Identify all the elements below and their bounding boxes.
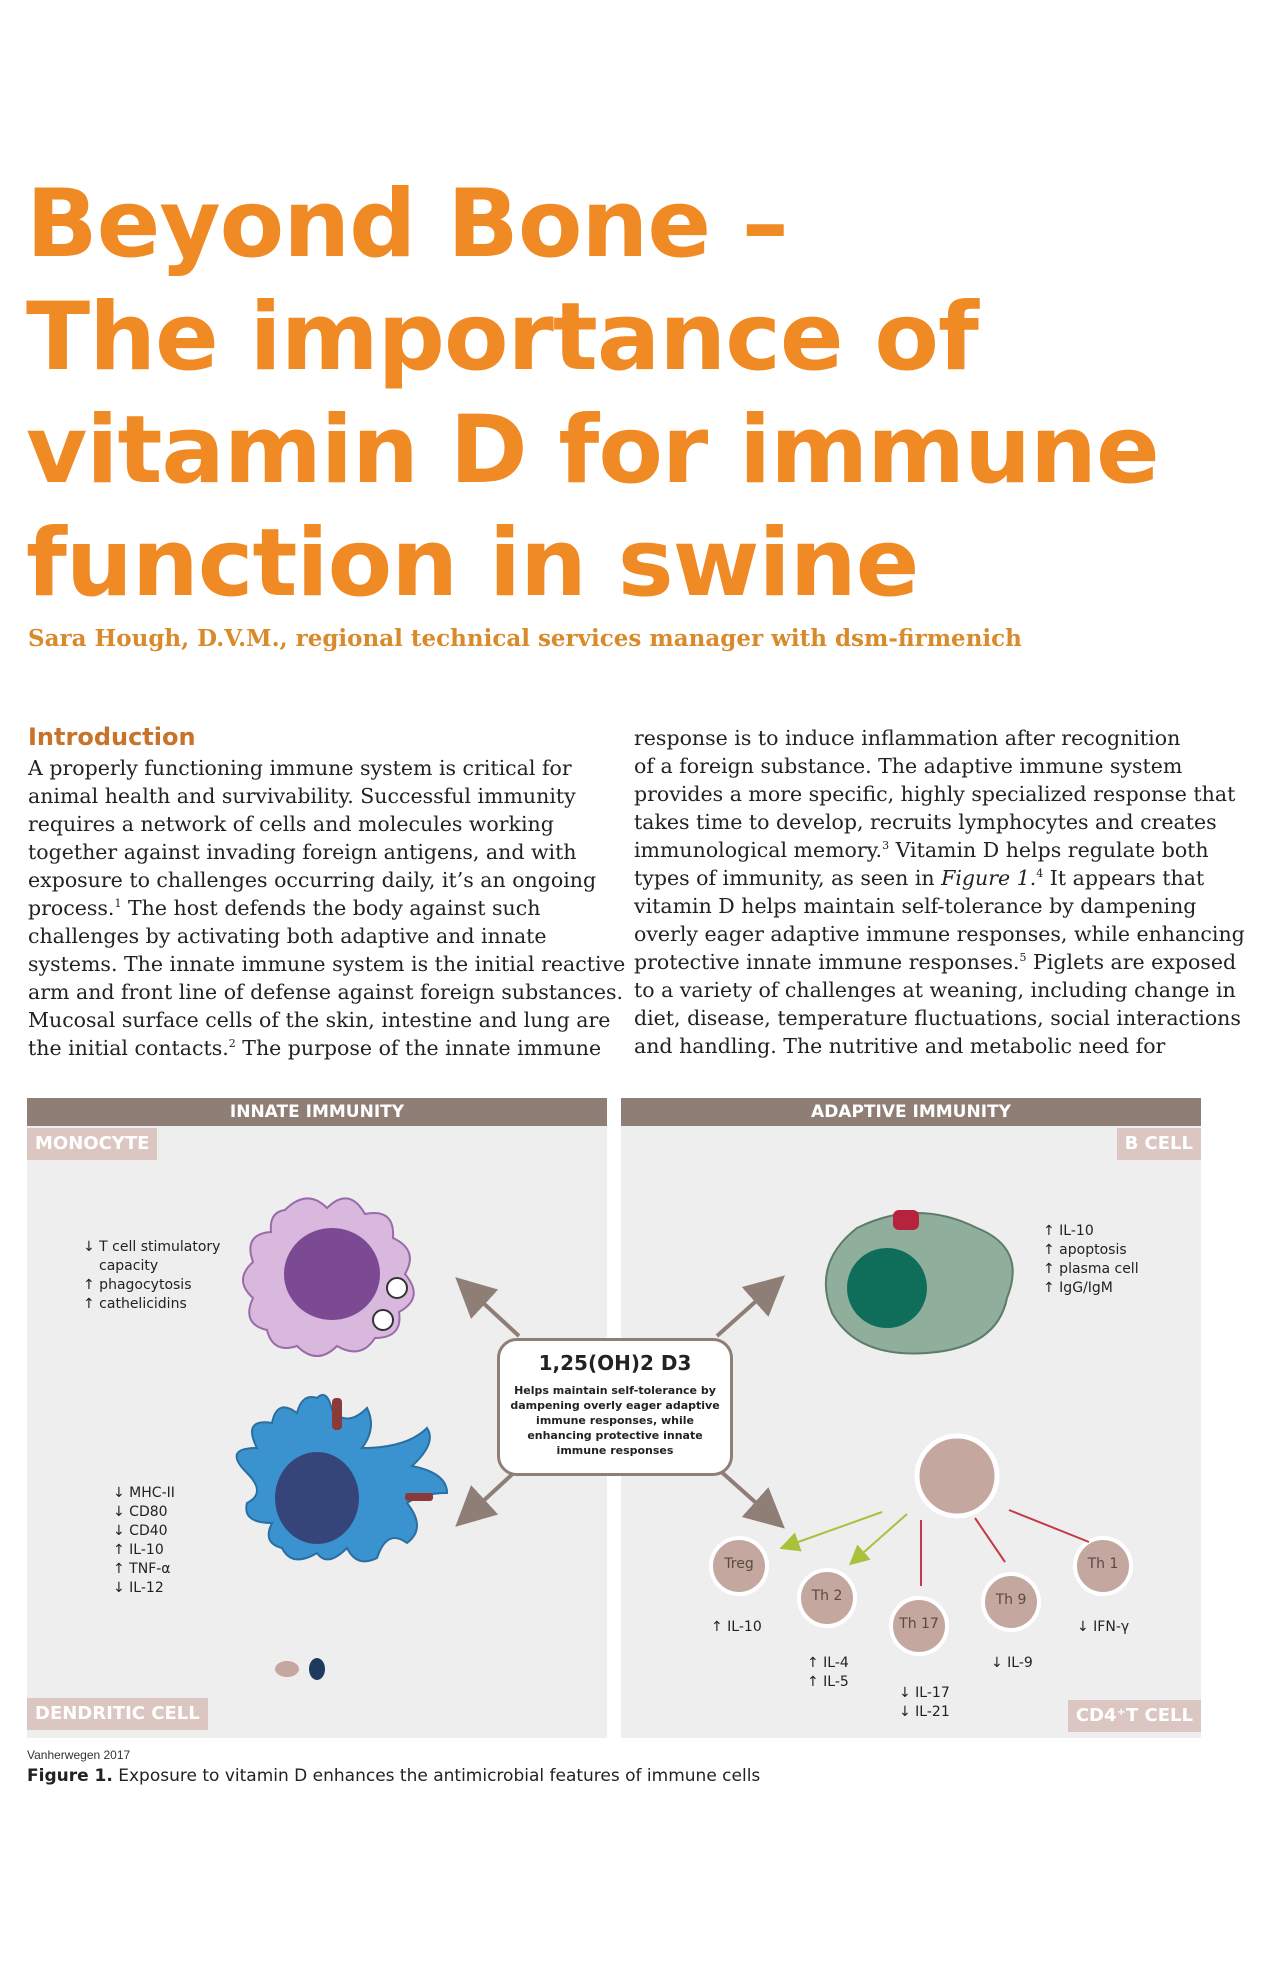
body-text: The purpose of the innate immune: [242, 1036, 602, 1060]
body-text: protective innate immune responses.: [634, 950, 1020, 974]
monocyte-cell: [242, 1197, 415, 1357]
b-cell-label: B CELL: [1116, 1128, 1201, 1160]
effect-line: capacity: [99, 1258, 159, 1274]
footnote-ref: 5: [1019, 951, 1027, 965]
body-text: The host defends the body against such: [127, 896, 541, 920]
figure-ref: Figure 1.: [941, 866, 1037, 890]
title-line-3: vitamin D for immune: [26, 396, 1160, 505]
effect-line: ↑ apoptosis: [1043, 1242, 1127, 1258]
effect-line: ↑ phagocytosis: [83, 1277, 192, 1293]
body-line: vitamin D helps maintain self-tolerance …: [634, 894, 1197, 918]
body-text: immunological memory.: [634, 838, 883, 862]
section-heading: Introduction: [28, 723, 196, 751]
effect-line: ↓ T cell stimulatory: [83, 1239, 221, 1255]
title-line-4: function in swine: [26, 509, 919, 618]
article-title: Beyond Bone – The importance of vitamin …: [26, 168, 1246, 620]
effect-line: ↑ IL-10: [1043, 1223, 1094, 1239]
effect-line: ↑ IL-4: [807, 1655, 849, 1671]
th1-effect: ↓ IFN-γ: [1077, 1619, 1130, 1635]
th9-effect: ↓ IL-9: [991, 1655, 1033, 1671]
monocyte-effects: ↓ T cell stimulatory capacity ↑ phagocyt…: [83, 1238, 220, 1314]
treg-label: Treg: [724, 1556, 754, 1572]
figure-caption: Figure 1. Exposure to vitamin D enhances…: [27, 1766, 760, 1786]
body-line: overly eager adaptive immune responses, …: [634, 922, 1245, 946]
effect-line: ↓ IL-12: [113, 1580, 164, 1596]
th9-label: Th 9: [995, 1592, 1027, 1608]
effect-line: ↑ cathelicidins: [83, 1296, 187, 1312]
body-line: process.1 The host defends the body agai…: [28, 894, 593, 922]
th17-effects: ↓ IL-17 ↓ IL-21: [899, 1684, 950, 1722]
effect-line: ↑ plasma cell: [1043, 1261, 1139, 1277]
effect-line: ↓ CD40: [113, 1523, 168, 1539]
th17-label: Th 17: [899, 1616, 939, 1632]
caption-label: Figure 1.: [27, 1766, 113, 1786]
footnote-ref: 1: [114, 897, 122, 911]
footnote-ref: 3: [882, 839, 890, 853]
vitamin-d-description: Helps maintain self-tolerance by dampeni…: [510, 1384, 720, 1457]
footnote-ref: 4: [1036, 867, 1044, 881]
body-line: exposure to challenges occurring daily, …: [28, 868, 597, 892]
vitamin-d-box: 1,25(OH)2 D3 Helps maintain self-toleran…: [497, 1338, 733, 1476]
body-line: immunological memory.3 Vitamin D helps r…: [634, 836, 1214, 864]
effect-line: ↓ IL-17: [899, 1685, 950, 1701]
b-cell: [824, 1210, 1014, 1355]
body-line: of a foreign substance. The adaptive imm…: [634, 754, 1183, 778]
effect-line: ↑ IL-10: [113, 1542, 164, 1558]
body-line: provides a more specific, highly special…: [634, 782, 1236, 806]
body-text: Piglets are exposed: [1033, 950, 1237, 974]
cd4-t-cell-label: CD4⁺T CELL: [1067, 1700, 1201, 1732]
title-line-2: The importance of: [26, 283, 979, 392]
th1-label: Th 1: [1087, 1556, 1119, 1572]
right-column: response is to induce inflammation after…: [634, 724, 1245, 1060]
th2-effects: ↑ IL-4 ↑ IL-5: [807, 1654, 849, 1692]
figure-1: INNATE IMMUNITY ADAPTIVE IMMUNITY: [27, 1098, 1201, 1738]
body-text: Vitamin D helps regulate both: [895, 838, 1209, 862]
effect-line: ↑ IL-5: [807, 1674, 849, 1690]
adaptive-immunity-header: ADAPTIVE IMMUNITY: [621, 1098, 1201, 1126]
effect-line: ↓ CD80: [113, 1504, 168, 1520]
vitamin-d-title: 1,25(OH)2 D3: [538, 1351, 692, 1375]
innate-immunity-header: INNATE IMMUNITY: [27, 1098, 607, 1126]
body-line: A properly functioning immune system is …: [28, 756, 572, 780]
body-line: requires a network of cells and molecule…: [28, 812, 554, 836]
effect-line: ↑ IgG/IgM: [1043, 1280, 1113, 1296]
body-text: It appears that: [1049, 866, 1205, 890]
treg-effect: ↑ IL-10: [711, 1619, 762, 1635]
author-byline: Sara Hough, D.V.M., regional technical s…: [28, 625, 1022, 652]
body-text: process.: [28, 896, 115, 920]
body-line: animal health and survivability. Success…: [28, 784, 576, 808]
body-line: diet, disease, temperature fluctuations,…: [634, 1006, 1241, 1030]
body-line: together against invading foreign antige…: [28, 840, 577, 864]
t-cells: [709, 1433, 1133, 1656]
b-cell-effects: ↑ IL-10 ↑ apoptosis ↑ plasma cell ↑ IgG/…: [1043, 1222, 1139, 1298]
body-line: the initial contacts.2 The purpose of th…: [28, 1034, 601, 1062]
center-arrows: [455, 1275, 785, 1529]
body-line: protective innate immune responses.5 Pig…: [634, 948, 1236, 976]
dendritic-cell-label: DENDRITIC CELL: [27, 1698, 208, 1730]
effect-line: ↓ IL-21: [899, 1704, 950, 1720]
footnote-ref: 2: [228, 1037, 236, 1051]
body-line: challenges by activating both adaptive a…: [28, 924, 547, 948]
body-line: Mucosal surface cells of the skin, intes…: [28, 1008, 611, 1032]
body-text: the initial contacts.: [28, 1036, 229, 1060]
effect-line: ↑ TNF-α: [113, 1561, 171, 1577]
figure-source: Vanherwegen 2017: [27, 1748, 131, 1762]
dendritic-cell: [235, 1394, 449, 1680]
body-line: to a variety of challenges at weaning, i…: [634, 978, 1236, 1002]
body-line: takes time to develop, recruits lymphocy…: [634, 810, 1217, 834]
effect-line: ↓ MHC-II: [113, 1485, 175, 1501]
body-line: systems. The innate immune system is the…: [28, 952, 626, 976]
figure-illustration: [235, 1197, 1133, 1680]
body-line: arm and front line of defense against fo…: [28, 980, 624, 1004]
caption-text: Exposure to vitamin D enhances the antim…: [112, 1766, 761, 1786]
body-text: types of immunity, as seen in: [634, 866, 935, 890]
left-column: Introduction A properly functioning immu…: [28, 722, 626, 1062]
monocyte-label: MONOCYTE: [27, 1128, 158, 1160]
body-line: types of immunity, as seen in Figure 1.4…: [634, 864, 1214, 892]
title-line-1: Beyond Bone –: [26, 170, 789, 279]
dendritic-effects: ↓ MHC-II ↓ CD80 ↓ CD40 ↑ IL-10 ↑ TNF-α ↓…: [113, 1484, 175, 1598]
th2-label: Th 2: [811, 1588, 843, 1604]
body-line: response is to induce inflammation after…: [634, 726, 1181, 750]
body-line: and handling. The nutritive and metaboli…: [634, 1034, 1166, 1058]
